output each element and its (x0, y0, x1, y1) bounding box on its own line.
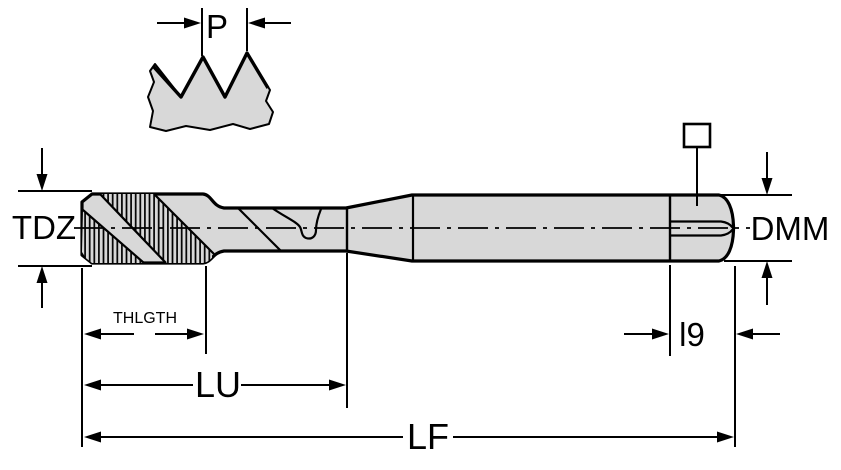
shank-diameter-label: DMM (751, 210, 830, 247)
dimension-pitch (157, 8, 291, 56)
flute-and-thread-details (82, 194, 323, 263)
flute-edge-3 (153, 194, 215, 255)
tdz-arrowhead-top (36, 174, 48, 191)
thread-profile-detail: P (147, 8, 291, 132)
thread-length-label: THLGTH (113, 310, 177, 327)
dmm-arrowhead-top (761, 178, 773, 195)
lu-arrowhead-left (84, 379, 101, 391)
square-drive-icon (682, 122, 712, 149)
dimension-overall-length (81, 266, 736, 447)
pitch-arrowhead-left (184, 17, 201, 29)
thlgth-arrowhead-left (84, 328, 101, 340)
square-length-label: l9 (679, 316, 705, 353)
pitch-arrowhead-right (248, 17, 265, 29)
tap-body (74, 192, 750, 265)
flute-length-label: LU (195, 364, 241, 405)
dimension-thread-length (84, 266, 207, 354)
square-drive-callout (682, 122, 712, 206)
tdz-arrowhead-bottom (36, 266, 48, 283)
dimension-shank-diameter (720, 152, 792, 305)
dimension-flute-length (84, 253, 348, 408)
thread-profile-crests (151, 51, 270, 99)
thread-hatch-middle (100, 194, 212, 263)
flute-edge-1 (82, 209, 145, 263)
flute-runout (271, 207, 323, 240)
dimension-square-length (624, 265, 780, 356)
dimension-thread-diameter (18, 148, 92, 308)
overall-length-label: LF (407, 416, 449, 457)
thlgth-arrowhead-right (187, 328, 204, 340)
lf-arrowhead-left (84, 431, 101, 443)
dmm-arrowhead-bottom (761, 261, 773, 278)
tap-body-silhouette (80, 192, 736, 265)
lf-arrowhead-right (717, 431, 734, 443)
pitch-label: P (206, 8, 228, 45)
flute-edge-neck (236, 206, 284, 254)
l9-arrowhead-left (652, 328, 669, 340)
lu-arrowhead-right (329, 379, 346, 391)
thread-diameter-label: TDZ (12, 209, 76, 246)
l9-arrowhead-right (736, 328, 753, 340)
square-flat-upper (670, 220, 734, 229)
square-flat-lower (670, 228, 734, 237)
